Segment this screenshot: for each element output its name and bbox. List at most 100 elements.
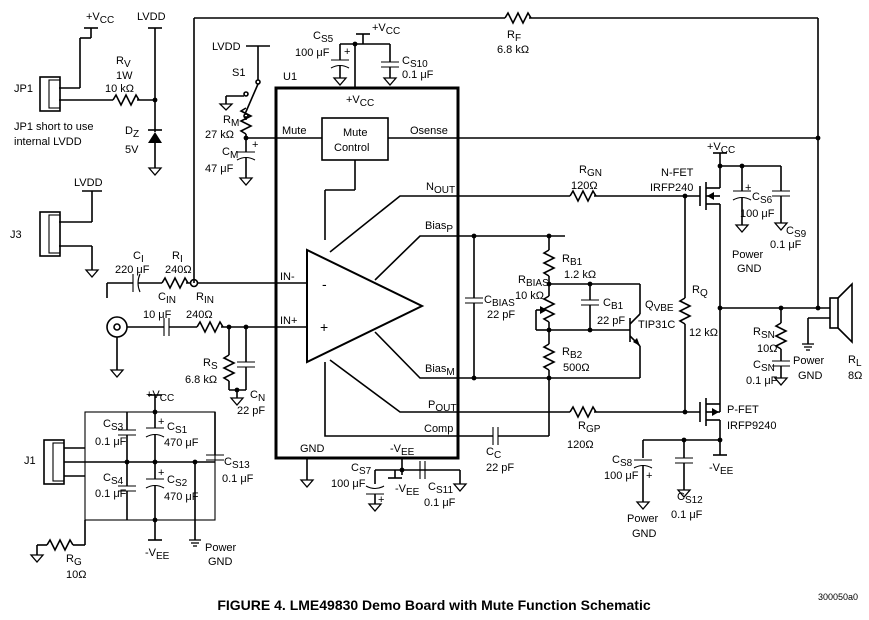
- cs12-value: 0.1 μF: [671, 509, 703, 521]
- speaker-section: RSN 10Ω CSN 0.1 μF Power GND RL 8Ω: [746, 282, 862, 387]
- cs9-value: 0.1 μF: [770, 239, 802, 251]
- cs2-value: 470 μF: [164, 491, 199, 503]
- power-gnd-label-4b: GND: [208, 556, 233, 568]
- rgn-label: RGN: [579, 164, 602, 179]
- ci-label: CI: [133, 250, 144, 265]
- cbias-label: CBIAS: [484, 294, 515, 309]
- comp-cap: CC 22 pF: [458, 378, 550, 474]
- cs11-label: CS11: [428, 481, 453, 496]
- cs13-value: 0.1 μF: [222, 473, 254, 485]
- figure-caption: FIGURE 4. LME49830 Demo Board with Mute …: [217, 597, 651, 613]
- cin-value: 10 μF: [143, 309, 172, 321]
- qvbe-label: QVBE: [645, 299, 674, 314]
- ri-value: 240Ω: [165, 264, 192, 276]
- pfet-label: P-FET: [727, 404, 759, 416]
- cs9-label: CS9: [786, 225, 807, 240]
- csn-value: 0.1 μF: [746, 375, 778, 387]
- gnd-pin-label: GND: [300, 443, 325, 455]
- rbias-label: RBIAS: [518, 274, 549, 289]
- j1-power-input: +VCC J1 CS3 0.1 μF + CS1 470 μF CS4 0.1 …: [24, 389, 254, 581]
- j3-section: LVDD J3: [10, 177, 103, 278]
- figure-id: 300050a0: [818, 592, 858, 602]
- vee-label-bottom: -VEE: [395, 483, 420, 498]
- rs-value: 6.8 kΩ: [185, 374, 217, 386]
- power-gnd-label-3b: GND: [798, 370, 823, 382]
- output-stage: +VCC RGN 120Ω N-FET IRFP240 + CS6 100 μF…: [458, 18, 830, 455]
- cs10-label: CS10: [402, 55, 428, 70]
- biasm-pin-label: BiasM: [425, 363, 455, 378]
- cs11-value: 0.1 μF: [424, 497, 456, 509]
- bottom-supply-caps: CS7 100 μF + -VEE CS11 0.1 μF: [331, 461, 468, 512]
- rl-label: RL: [848, 354, 862, 369]
- opamp-plus: +: [320, 319, 328, 335]
- u1-chip: U1 +VCC Mute Mute Control Osense NOUT Bi…: [274, 71, 460, 488]
- cs4-value: 0.1 μF: [95, 488, 127, 500]
- power-gnd-label-3a: Power: [793, 355, 825, 367]
- rm-label: RM: [223, 114, 239, 129]
- rbias-value: 10 kΩ: [515, 290, 544, 302]
- cb1-label: CB1: [603, 297, 624, 312]
- cn-label: CN: [250, 389, 265, 404]
- lvdd-label-switch: LVDD: [212, 41, 241, 53]
- opamp-minus: -: [322, 276, 327, 292]
- qvbe-part: TIP31C: [638, 319, 675, 331]
- rl-value: 8Ω: [848, 370, 862, 382]
- rb2-label: RB2: [562, 346, 583, 361]
- cs5-label: CS5: [313, 30, 334, 45]
- rgn-value: 120Ω: [571, 180, 598, 192]
- rs-label: RS: [203, 357, 218, 372]
- jp1-section: +VCC LVDD JP1 JP1 short to use internal …: [14, 11, 166, 176]
- bias-network: CBIAS 22 pF RB1 1.2 kΩ RBIAS 10 kΩ CB1 2…: [458, 233, 675, 381]
- rgp-label: RGP: [578, 420, 601, 435]
- cs2-plus: +: [158, 467, 164, 479]
- power-gnd-label-2a: Power: [627, 513, 659, 525]
- ci-value: 220 μF: [115, 264, 150, 276]
- cs6-plus: +: [745, 182, 751, 194]
- rv-label: RV: [116, 55, 131, 70]
- cm-value: 47 μF: [205, 163, 234, 175]
- vcc-label-nfet: +VCC: [707, 141, 735, 156]
- cs6-label: CS6: [752, 191, 773, 206]
- cs1-plus: +: [158, 416, 164, 428]
- nfet-label: N-FET: [661, 167, 694, 179]
- vee-label-pfet: -VEE: [709, 462, 734, 477]
- dz-value: 5V: [125, 144, 139, 156]
- cs10-value: 0.1 μF: [402, 69, 434, 81]
- vcc-label-j1: +VCC: [146, 389, 174, 404]
- vee-pin-label: -VEE: [390, 443, 415, 458]
- cs12-label: CS12: [677, 491, 703, 506]
- vcc-label-top: +VCC: [372, 22, 400, 37]
- rg-label: RG: [66, 553, 82, 568]
- u1-label: U1: [283, 71, 297, 83]
- cs7-label: CS7: [351, 462, 372, 477]
- rin-value: 240Ω: [186, 309, 213, 321]
- u1-vcc-pin: +VCC: [346, 94, 374, 109]
- pfet-supply-caps: -VEE CS8 100 μF + CS12 0.1 μF Power GND: [604, 437, 734, 540]
- biasp-pin-label: BiasP: [425, 220, 453, 235]
- vcc-label-jp1: +VCC: [86, 11, 114, 26]
- top-supply-caps: +VCC CS5 100 μF + CS10 0.1 μF: [295, 22, 434, 86]
- rv-value: 10 kΩ: [105, 83, 134, 95]
- vee-label-j1: -VEE: [145, 547, 170, 562]
- comp-pin-label: Comp: [424, 423, 453, 435]
- nfet-part: IRFP240: [650, 182, 693, 194]
- cc-value: 22 pF: [486, 462, 514, 474]
- ri-label: RI: [172, 250, 183, 265]
- cs1-value: 470 μF: [164, 437, 199, 449]
- mute-switch-section: LVDD S1 RM 27 kΩ + CM 47 μF: [205, 41, 322, 186]
- rb1-value: 1.2 kΩ: [564, 269, 596, 281]
- cn-value: 22 pF: [237, 405, 265, 417]
- rg-value: 10Ω: [66, 569, 86, 581]
- cc-label: CC: [486, 446, 501, 461]
- rf-value: 6.8 kΩ: [497, 44, 529, 56]
- power-gnd-label-2b: GND: [632, 528, 657, 540]
- cm-plus: +: [252, 139, 258, 151]
- mute-pin-label: Mute: [282, 125, 306, 137]
- cb1-value: 22 pF: [597, 315, 625, 327]
- osense-pin-label: Osense: [410, 125, 448, 137]
- rv-value-power: 1W: [116, 70, 133, 82]
- rgp-value: 120Ω: [567, 439, 594, 451]
- rq-value: 12 kΩ: [689, 327, 718, 339]
- cs1-label: CS1: [167, 421, 188, 436]
- cs8-plus: +: [646, 470, 652, 482]
